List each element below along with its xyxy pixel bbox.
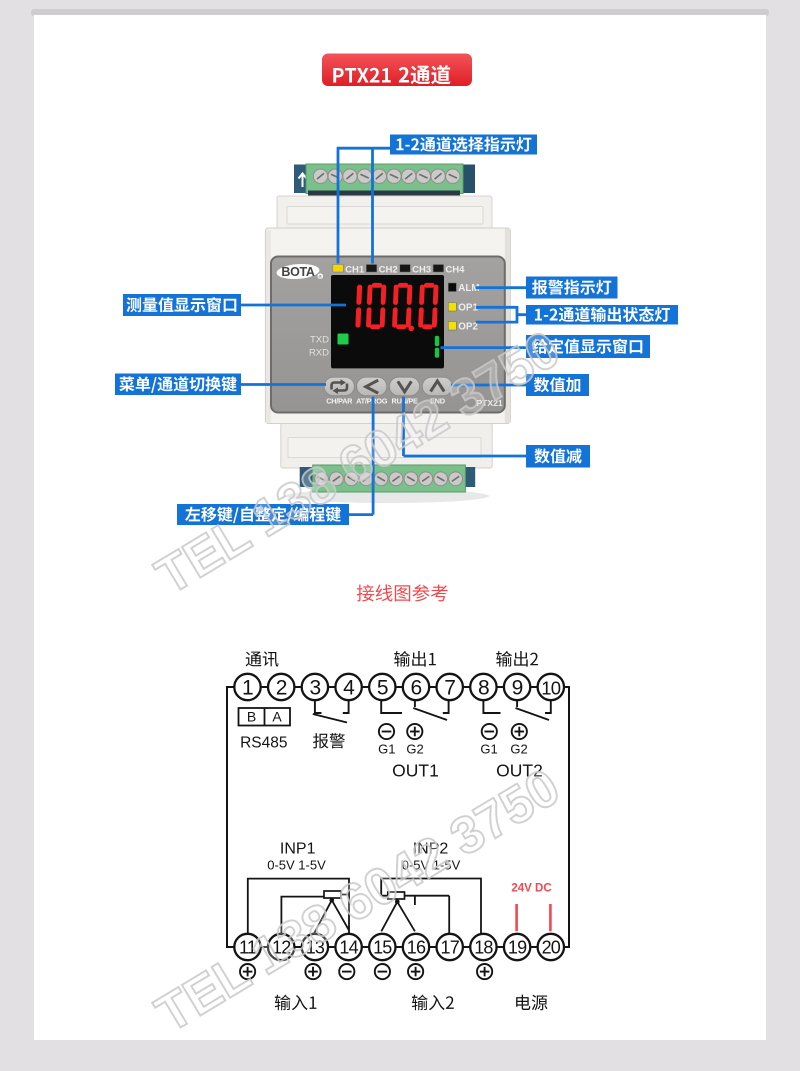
svg-text:0-5V 1-5V: 0-5V 1-5V [267, 858, 326, 873]
svg-text:G1: G1 [378, 742, 395, 757]
svg-text:PTX21: PTX21 [476, 398, 502, 408]
svg-text:RUN/PE: RUN/PE [392, 397, 418, 406]
svg-text:CH3: CH3 [412, 265, 431, 276]
svg-text:18: 18 [474, 937, 493, 957]
svg-text:8: 8 [478, 677, 489, 700]
svg-text:4: 4 [343, 677, 355, 700]
svg-text:RS485: RS485 [240, 735, 287, 752]
svg-text:12: 12 [272, 937, 291, 957]
svg-text:7: 7 [444, 677, 455, 700]
svg-text:24V DC: 24V DC [511, 883, 551, 895]
svg-text:OP1: OP1 [458, 303, 478, 314]
svg-text:RXD: RXD [309, 348, 329, 359]
svg-text:B: B [247, 708, 256, 724]
svg-text:®: ® [319, 273, 323, 279]
svg-text:G2: G2 [510, 742, 527, 757]
svg-text:0-5V 1-5V: 0-5V 1-5V [402, 858, 461, 873]
svg-text:OUT1: OUT1 [392, 761, 439, 781]
svg-text:15: 15 [373, 937, 392, 957]
svg-text:5: 5 [377, 677, 388, 700]
svg-text:CH4: CH4 [445, 265, 465, 276]
svg-text:TXD: TXD [310, 335, 329, 346]
svg-text:END: END [430, 397, 446, 406]
svg-text:G2: G2 [406, 742, 423, 757]
svg-text:11: 11 [239, 937, 257, 957]
svg-text:OP2: OP2 [458, 322, 478, 333]
svg-text:CH/PAR: CH/PAR [326, 397, 353, 406]
svg-text:CH1: CH1 [345, 265, 365, 276]
svg-text:9: 9 [512, 677, 523, 700]
svg-text:A: A [272, 708, 282, 724]
svg-text:20: 20 [542, 937, 561, 957]
svg-text:ALM: ALM [458, 283, 479, 294]
svg-text:BOTA: BOTA [281, 265, 315, 279]
svg-text:G1: G1 [480, 742, 497, 757]
svg-text:6: 6 [411, 677, 422, 700]
svg-text:10: 10 [541, 678, 560, 699]
svg-text:INP2: INP2 [413, 841, 449, 858]
svg-text:INP1: INP1 [280, 841, 316, 858]
svg-text:OUT2: OUT2 [496, 761, 543, 781]
svg-text:14: 14 [339, 937, 358, 957]
svg-text:13: 13 [306, 937, 325, 957]
svg-text:CH2: CH2 [379, 265, 398, 276]
svg-text:16: 16 [407, 937, 426, 957]
svg-text:19: 19 [508, 937, 527, 957]
svg-text:3: 3 [309, 677, 320, 700]
svg-text:17: 17 [440, 937, 459, 957]
svg-text:1: 1 [242, 677, 253, 700]
svg-text:2: 2 [276, 677, 287, 700]
